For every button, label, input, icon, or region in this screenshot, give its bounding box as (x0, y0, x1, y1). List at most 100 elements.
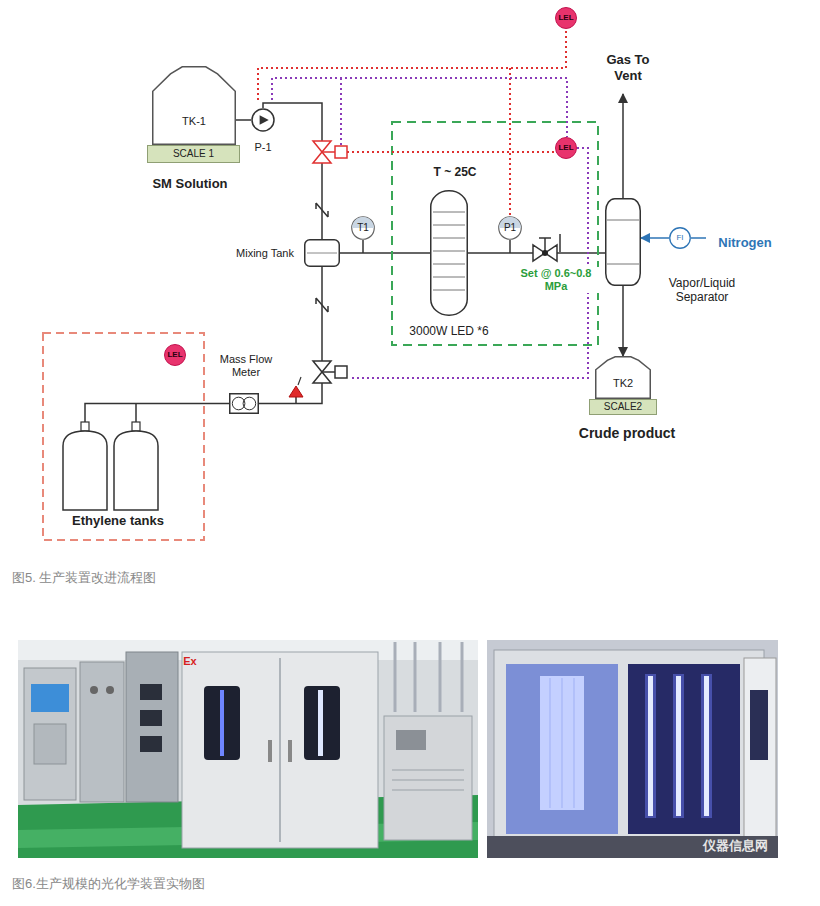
lel-circle (556, 8, 577, 29)
panel-lamp (106, 686, 114, 694)
setpoint-note: Set @ 0.6~0.8 MPa (511, 267, 601, 293)
door-handle (288, 740, 292, 762)
separator-line (607, 220, 639, 221)
stream-label: Crude product (579, 425, 675, 442)
chiller-panel (396, 730, 426, 750)
valve-actuator (335, 366, 347, 378)
control-panel (126, 652, 178, 802)
valve-actuator (322, 371, 335, 373)
vent-label: Gas To Vent (600, 52, 656, 83)
node-text: P1 (504, 222, 516, 234)
back-pressure-valve (559, 234, 561, 252)
figure-caption: 图5. 生产装置改进流程图 (12, 570, 156, 586)
back-pressure-valve (533, 245, 557, 261)
separator-vessel: Vapor/Liquid Separator (605, 198, 641, 286)
reactor-zone (392, 122, 598, 345)
relief-valve (289, 386, 303, 397)
reactor-plate (433, 264, 465, 265)
tank-outline (153, 67, 236, 145)
cabinet-window (204, 686, 240, 760)
pump: P-1 (251, 108, 275, 132)
temperature-gauge: T1 (351, 216, 375, 240)
reactor-plate (433, 290, 465, 291)
signal-line (349, 148, 588, 378)
reactor-cabinet (182, 652, 378, 848)
control-panel (80, 662, 124, 802)
scale-outline (148, 146, 240, 163)
chiller-vent (392, 770, 464, 771)
watermark: 仪器信息网 (703, 838, 768, 854)
node-text: T1 (357, 222, 369, 234)
scale-base: SCALE2 (589, 399, 657, 415)
signal-line (347, 151, 555, 153)
photo-background (18, 640, 478, 858)
tank-outline (596, 357, 651, 399)
vent-line (622, 94, 624, 198)
cabinet-window (750, 690, 768, 760)
control-valve (313, 141, 331, 163)
node-text: LEL (558, 13, 573, 23)
node-text: Mass Flow Meter (215, 353, 277, 379)
node-text: P-1 (254, 141, 271, 154)
control-panel (24, 668, 76, 800)
led-tube (704, 676, 709, 816)
shape-outline (229, 393, 259, 414)
panel-screen (31, 684, 69, 712)
meter-rotor (243, 397, 256, 410)
photo-reactor: T ~ 25C3000W LED *6 (430, 190, 468, 316)
led-glow (645, 674, 656, 818)
lel-detector: LEL (164, 344, 186, 366)
led-glow (673, 674, 684, 818)
valve-actuator (335, 146, 347, 158)
feed-tank: TK-1 (152, 66, 236, 145)
cabinet-door (279, 658, 281, 842)
led-panel (562, 678, 563, 808)
panel-display (140, 736, 162, 752)
stream-label: SM Solution (152, 176, 227, 192)
cylinder-valve (81, 422, 89, 431)
mass-flow-meter: Mass Flow Meter (229, 393, 259, 414)
hazard-zone: Ethylene tanksLEL (42, 332, 205, 541)
led-tube (648, 676, 653, 816)
valve-actuator (322, 151, 335, 153)
lel-circle (165, 345, 186, 366)
relief-valve (298, 377, 301, 385)
nitrogen-line (691, 237, 706, 239)
shape-outline (152, 66, 236, 145)
node-text: SCALE 1 (173, 148, 214, 160)
separator-line (607, 264, 639, 265)
product-tank: TK2 (595, 356, 651, 399)
led-glow (701, 674, 712, 818)
scale-base: SCALE 1 (147, 145, 240, 163)
cabinet-window (304, 686, 340, 760)
zone-outline (43, 333, 204, 540)
mixer-outline (305, 240, 340, 267)
meter-outline (230, 394, 259, 414)
node-text: SCALE2 (604, 401, 642, 413)
gauge-outline (352, 217, 375, 240)
led-panel (540, 676, 584, 810)
separator-outline (606, 199, 641, 286)
lel-detector: LEL (555, 137, 577, 159)
mixing-tank: Mixing Tank (304, 239, 340, 267)
node-text: Vapor/Liquid Separator (652, 276, 752, 305)
pressure-gauge: P1 (498, 216, 522, 240)
chiller-vent (392, 790, 464, 791)
process-pipe (236, 119, 251, 121)
wall-pipe (414, 642, 417, 712)
photo-background (487, 640, 778, 858)
reactor-plate (433, 251, 465, 252)
mixer-line (307, 253, 337, 254)
process-pipe (340, 252, 430, 254)
reactor-cabinet (494, 650, 764, 842)
back-pressure-valve (542, 250, 548, 256)
indicator-outline (670, 228, 691, 249)
led-tube (676, 676, 681, 816)
shape-outline (605, 198, 641, 286)
figure-caption: 图6.生产规模的光化学装置实物图 (12, 876, 205, 892)
wall-pipe (439, 642, 442, 712)
node-text: T ~ 25C (433, 165, 476, 179)
led-tube (318, 690, 323, 756)
gauge-stem (362, 240, 364, 253)
